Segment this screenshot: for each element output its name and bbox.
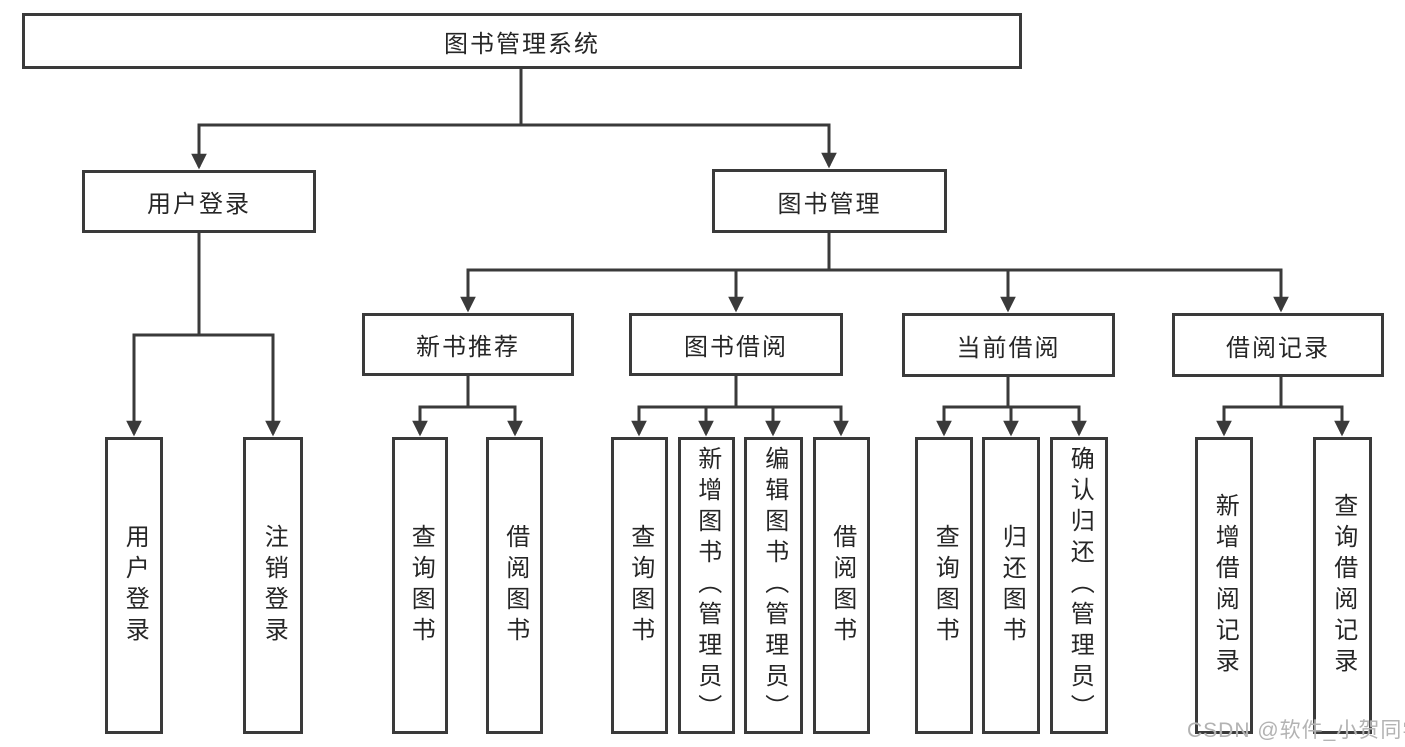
box-label-leaf-borrow-query-book: 查询图书 <box>626 523 654 648</box>
edge-book-borrow-to-edit <box>734 376 781 437</box>
edge-book-borrow-to-borrow <box>734 376 849 437</box>
edge-book-mgmt-to-borrow-records <box>827 233 1289 313</box>
box-leaf-confirm-return-admin: 确认归还（管理员） <box>1050 437 1108 734</box>
watermark-text: CSDN @软件_小贺同学 <box>1187 719 1405 742</box>
box-label-leaf-confirm-return-admin: 确认归还（管理员） <box>1066 446 1094 725</box>
box-label-library-system-root: 图书管理系统 <box>444 30 600 58</box>
box-label-leaf-edit-book-admin: 编辑图书（管理员） <box>760 446 788 725</box>
box-leaf-borrow-query-book: 查询图书 <box>611 437 668 734</box>
edge-user-login-to-leaf-logout <box>197 233 281 437</box>
edge-records-to-query-record <box>1279 377 1350 437</box>
box-leaf-query-borrow-record: 查询借阅记录 <box>1313 437 1372 734</box>
edge-current-to-query <box>936 377 1010 437</box>
box-label-leaf-return-book: 归还图书 <box>998 523 1026 648</box>
box-leaf-logout: 注销登录 <box>243 437 303 734</box>
edge-records-to-add-record <box>1216 377 1283 437</box>
box-leaf-return-book: 归还图书 <box>982 437 1040 734</box>
edge-new-book-to-query <box>412 376 470 437</box>
box-label-borrow-records-branch: 借阅记录 <box>1226 334 1330 362</box>
edge-root-to-user-login <box>191 69 523 170</box>
box-label-leaf-recommend-query-book: 查询图书 <box>407 523 435 648</box>
box-label-current-borrow-branch: 当前借阅 <box>956 334 1061 362</box>
box-label-leaf-add-book-admin: 新增图书（管理员） <box>693 446 721 725</box>
box-book-borrow-branch: 图书借阅 <box>629 313 843 376</box>
box-leaf-edit-book-admin: 编辑图书（管理员） <box>744 437 803 734</box>
edge-user-login-to-leaf-login <box>126 233 201 437</box>
edge-root-to-book-management <box>519 69 837 169</box>
box-leaf-recommend-borrow-book: 借阅图书 <box>486 437 543 734</box>
edge-book-borrow-to-query <box>631 376 738 437</box>
box-label-leaf-recommend-borrow-book: 借阅图书 <box>501 523 529 648</box>
box-library-system-root: 图书管理系统 <box>22 13 1022 69</box>
box-label-new-book-recommend-branch: 新书推荐 <box>416 334 520 361</box>
box-borrow-records-branch: 借阅记录 <box>1172 313 1384 377</box>
box-leaf-current-query-book: 查询图书 <box>915 437 973 734</box>
box-leaf-add-borrow-record: 新增借阅记录 <box>1195 437 1253 734</box>
box-current-borrow-branch: 当前借阅 <box>902 313 1115 377</box>
box-leaf-borrow-book: 借阅图书 <box>813 437 870 734</box>
edge-book-mgmt-to-book-borrow <box>728 233 831 313</box>
box-leaf-user-login: 用户登录 <box>105 437 163 734</box>
box-label-leaf-current-query-book: 查询图书 <box>931 523 959 648</box>
box-user-login-branch: 用户登录 <box>82 170 316 233</box>
box-label-leaf-query-borrow-record: 查询借阅记录 <box>1329 492 1357 679</box>
edge-book-borrow-to-add <box>698 376 738 437</box>
box-leaf-recommend-query-book: 查询图书 <box>392 437 448 734</box>
box-label-leaf-borrow-book: 借阅图书 <box>828 523 856 648</box>
box-new-book-recommend-branch: 新书推荐 <box>362 313 574 376</box>
box-label-book-borrow-branch: 图书借阅 <box>684 334 788 361</box>
edge-current-to-confirm-return <box>1006 377 1087 437</box>
box-book-management-branch: 图书管理 <box>712 169 947 233</box>
box-label-leaf-add-borrow-record: 新增借阅记录 <box>1211 492 1239 679</box>
box-label-leaf-logout: 注销登录 <box>260 523 288 648</box>
edge-new-book-to-borrow <box>466 376 523 437</box>
box-leaf-add-book-admin: 新增图书（管理员） <box>678 437 735 734</box>
box-label-leaf-user-login: 用户登录 <box>121 523 149 648</box>
box-label-book-management-branch: 图书管理 <box>777 190 882 218</box>
box-label-user-login-branch: 用户登录 <box>147 191 251 218</box>
